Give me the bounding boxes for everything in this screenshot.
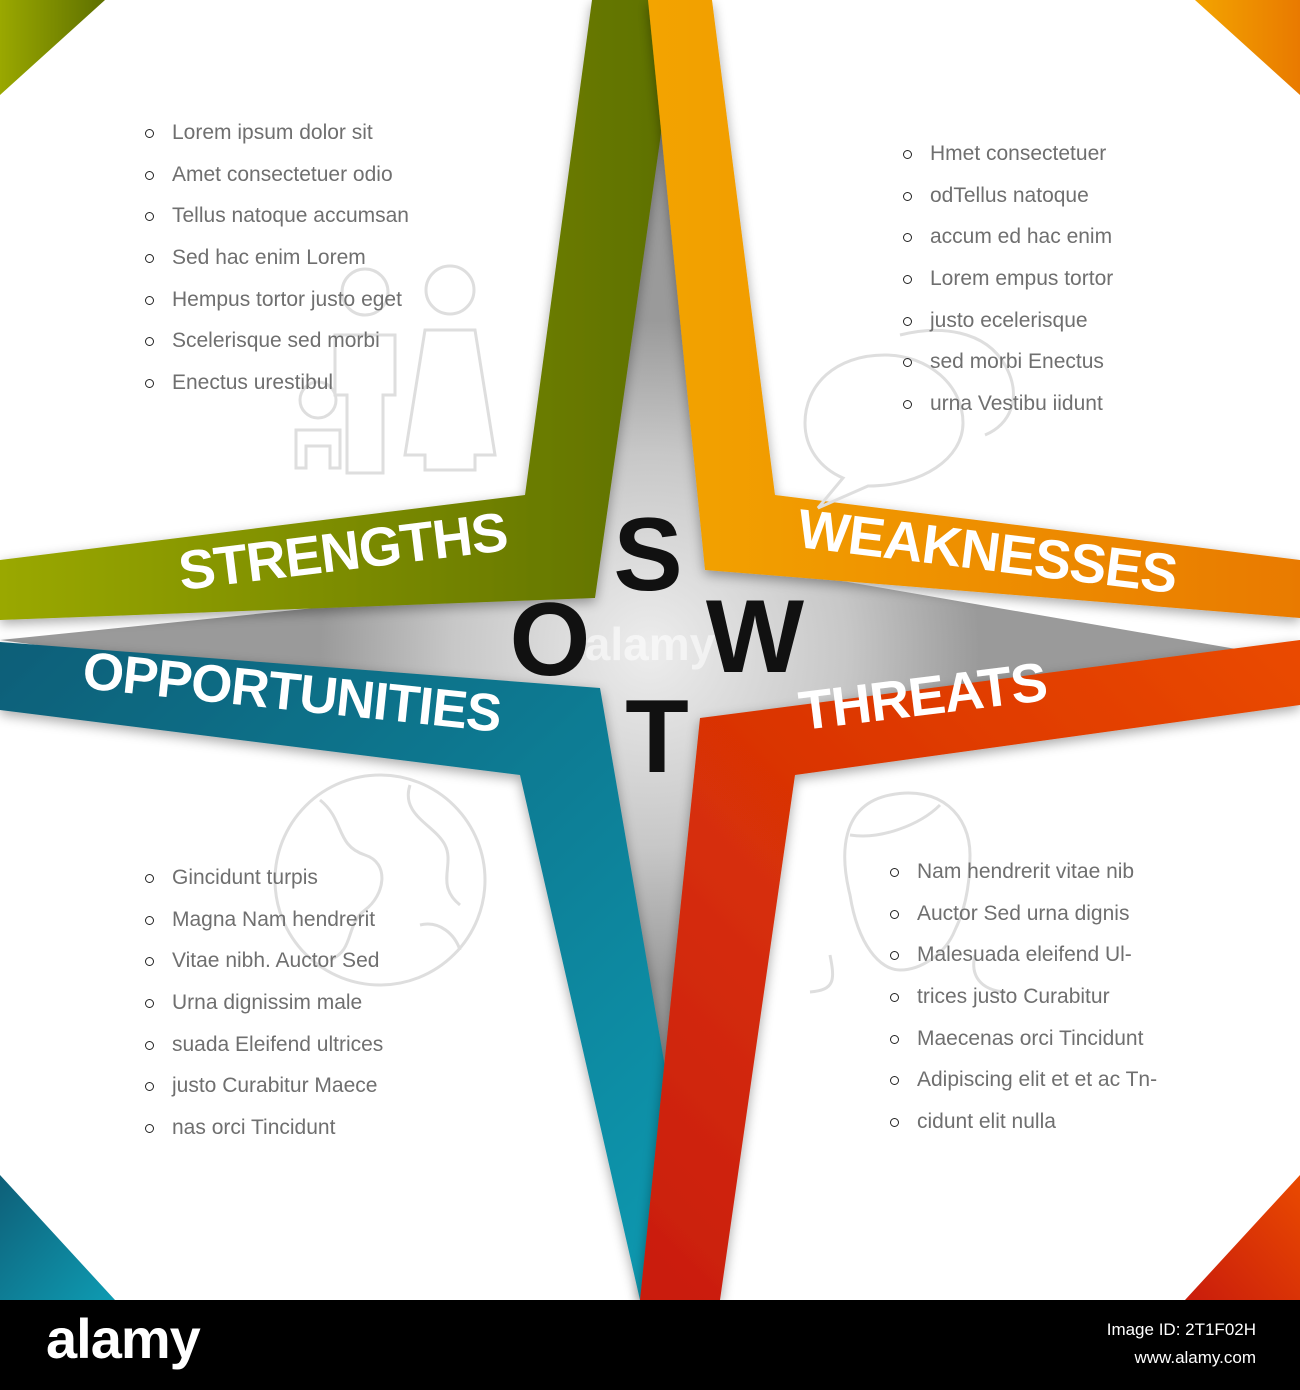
list-item: odTellus natoque: [903, 184, 1113, 226]
list-item: Urna dignissim male: [145, 991, 383, 1033]
threats-list: Nam hendrerit vitae nib Auctor Sed urna …: [890, 860, 1157, 1152]
list-item: Malesuada eleifend Ul-: [890, 943, 1157, 985]
list-item: Scelerisque sed morbi: [145, 329, 409, 371]
list-item: Magna Nam hendrerit: [145, 908, 383, 950]
list-item: cidunt elit nulla: [890, 1110, 1157, 1152]
weaknesses-ribbon: [648, 0, 1300, 618]
list-item: justo ecelerisque: [903, 309, 1113, 351]
center-star: [0, 0, 1300, 1300]
list-item: urna Vestibu iidunt: [903, 392, 1113, 434]
family-icon: [294, 264, 497, 475]
list-item: Sed hac enim Lorem: [145, 246, 409, 288]
list-item: accum ed hac enim: [903, 225, 1113, 267]
site-url-text: www.alamy.com: [1134, 1348, 1256, 1367]
swot-diagram: STRENGTHS WEAKNESSES OPPORTUNITIES THREA…: [0, 0, 1300, 1300]
list-item: justo Curabitur Maece: [145, 1074, 383, 1116]
footer-meta: Image ID: 2T1F02H www.alamy.com: [1107, 1316, 1256, 1372]
list-item: Vitae nibh. Auctor Sed: [145, 949, 383, 991]
list-item: Lorem empus tortor: [903, 267, 1113, 309]
list-item: trices justo Curabitur: [890, 985, 1157, 1027]
list-item: sed morbi Enectus: [903, 350, 1113, 392]
footer-bar: alamy Image ID: 2T1F02H www.alamy.com: [0, 1300, 1300, 1390]
globe-icon: [273, 773, 487, 987]
list-item: Gincidunt turpis: [145, 866, 383, 908]
corner-accent-top-right: [1195, 0, 1300, 95]
letter-t: T: [625, 679, 689, 795]
list-item: suada Eleifend ultrices: [145, 1033, 383, 1075]
list-item: Hmet consectetuer: [903, 142, 1113, 184]
list-item: Enectus urestibul: [145, 371, 409, 413]
person-head-icon: [809, 791, 1006, 994]
list-item: nas orci Tincidunt: [145, 1116, 383, 1158]
list-item: Tellus natoque accumsan: [145, 204, 409, 246]
list-item: Hempus tortor justo eget: [145, 288, 409, 330]
opportunities-list: Gincidunt turpis Magna Nam hendrerit Vit…: [145, 866, 383, 1158]
opportunities-ribbon: [0, 642, 705, 1300]
strengths-ribbon: [0, 0, 680, 620]
list-item: Auctor Sed urna dignis: [890, 902, 1157, 944]
letter-s: S: [613, 497, 682, 613]
corner-accent-bottom-left: [0, 1175, 115, 1300]
image-id-text: Image ID: 2T1F02H: [1106, 1320, 1256, 1339]
corner-accent-bottom-right: [1185, 1175, 1300, 1300]
list-item: Maecenas orci Tincidunt: [890, 1027, 1157, 1069]
list-item: Amet consectetuer odio: [145, 163, 409, 205]
letter-w: W: [706, 579, 805, 695]
list-item: Nam hendrerit vitae nib: [890, 860, 1157, 902]
swot-graphic: STRENGTHS WEAKNESSES OPPORTUNITIES THREA…: [0, 0, 1300, 1300]
threats-ribbon: [640, 640, 1300, 1300]
corner-accent-top-left: [0, 0, 105, 95]
speech-bubbles-icon: [803, 329, 1015, 510]
weaknesses-list: Hmet consectetuer odTellus natoque accum…: [903, 142, 1113, 434]
list-item: Lorem ipsum dolor sit: [145, 121, 409, 163]
strengths-list: Lorem ipsum dolor sit Amet consectetuer …: [145, 121, 409, 413]
alamy-logo: alamy: [46, 1307, 201, 1370]
letter-o: O: [510, 582, 591, 698]
watermark-text: alamy: [585, 618, 716, 670]
list-item: Adipiscing elit et et ac Tn-: [890, 1068, 1157, 1110]
